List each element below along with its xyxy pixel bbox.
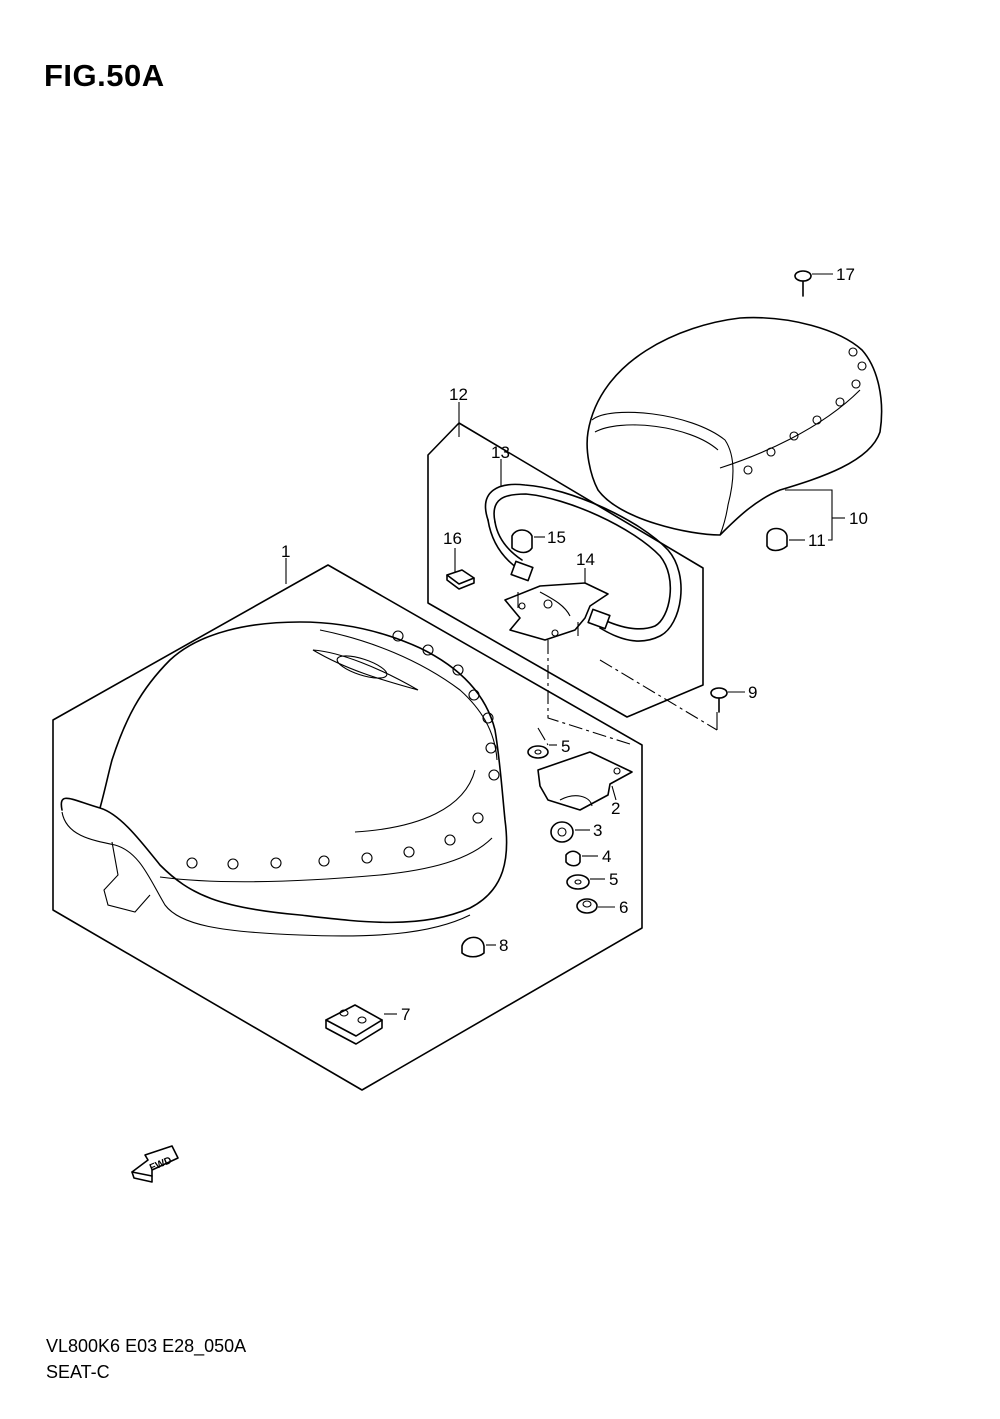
part-4-collar bbox=[565, 850, 581, 867]
backrest-bracket bbox=[504, 582, 609, 641]
callout-5b: 5 bbox=[609, 870, 618, 889]
diagram-code: VL800K6 E03 E28_050A bbox=[46, 1336, 247, 1356]
callout-9: 9 bbox=[748, 683, 757, 702]
callout-8: 8 bbox=[499, 936, 508, 955]
callout-4: 4 bbox=[602, 847, 611, 866]
figure-title: FIG.50A bbox=[44, 58, 165, 93]
fwd-arrow-icon: FWD bbox=[131, 1145, 179, 1183]
part-15-nut bbox=[511, 529, 533, 554]
bracket-part-2 bbox=[537, 751, 633, 811]
footer: VL800K6 E03 E28_050A SEAT-C bbox=[46, 1333, 246, 1385]
callout-12: 12 bbox=[449, 385, 468, 404]
callout-14: 14 bbox=[576, 550, 595, 569]
callout-15: 15 bbox=[547, 528, 566, 547]
callout-5a: 5 bbox=[561, 737, 570, 756]
rear-seat-studs bbox=[743, 347, 867, 475]
front-seat bbox=[60, 621, 508, 937]
backrest-frame bbox=[484, 483, 682, 642]
part-5-washer-lower bbox=[566, 874, 590, 890]
group-1-frame bbox=[52, 564, 643, 1091]
callout-3: 3 bbox=[593, 821, 602, 840]
callout-13: 13 bbox=[491, 443, 510, 462]
seat-studs bbox=[186, 630, 500, 870]
callout-1: 1 bbox=[281, 542, 290, 561]
part-9-bolt bbox=[710, 687, 728, 713]
seat-emblem bbox=[312, 649, 419, 691]
part-5-washer-upper bbox=[527, 745, 549, 759]
callout-6: 6 bbox=[619, 898, 628, 917]
leader-lines bbox=[285, 273, 845, 1015]
callout-7: 7 bbox=[401, 1005, 410, 1024]
callout-16: 16 bbox=[443, 529, 462, 548]
part-8-cushion bbox=[461, 936, 485, 958]
part-6-nut bbox=[576, 898, 598, 914]
part-16-pad bbox=[446, 569, 475, 590]
callout-17: 17 bbox=[836, 265, 855, 284]
part-11-cap bbox=[766, 527, 788, 552]
diagram-name: SEAT-C bbox=[46, 1362, 110, 1382]
rear-seat bbox=[586, 316, 883, 536]
callout-11: 11 bbox=[808, 531, 826, 550]
callout-2: 2 bbox=[611, 799, 620, 818]
part-7-clamp bbox=[325, 1004, 383, 1045]
part-3-grommet bbox=[550, 821, 574, 843]
callout-10: 10 bbox=[849, 509, 868, 528]
part-17-bolt bbox=[794, 270, 812, 297]
group-12-frame bbox=[427, 422, 704, 718]
